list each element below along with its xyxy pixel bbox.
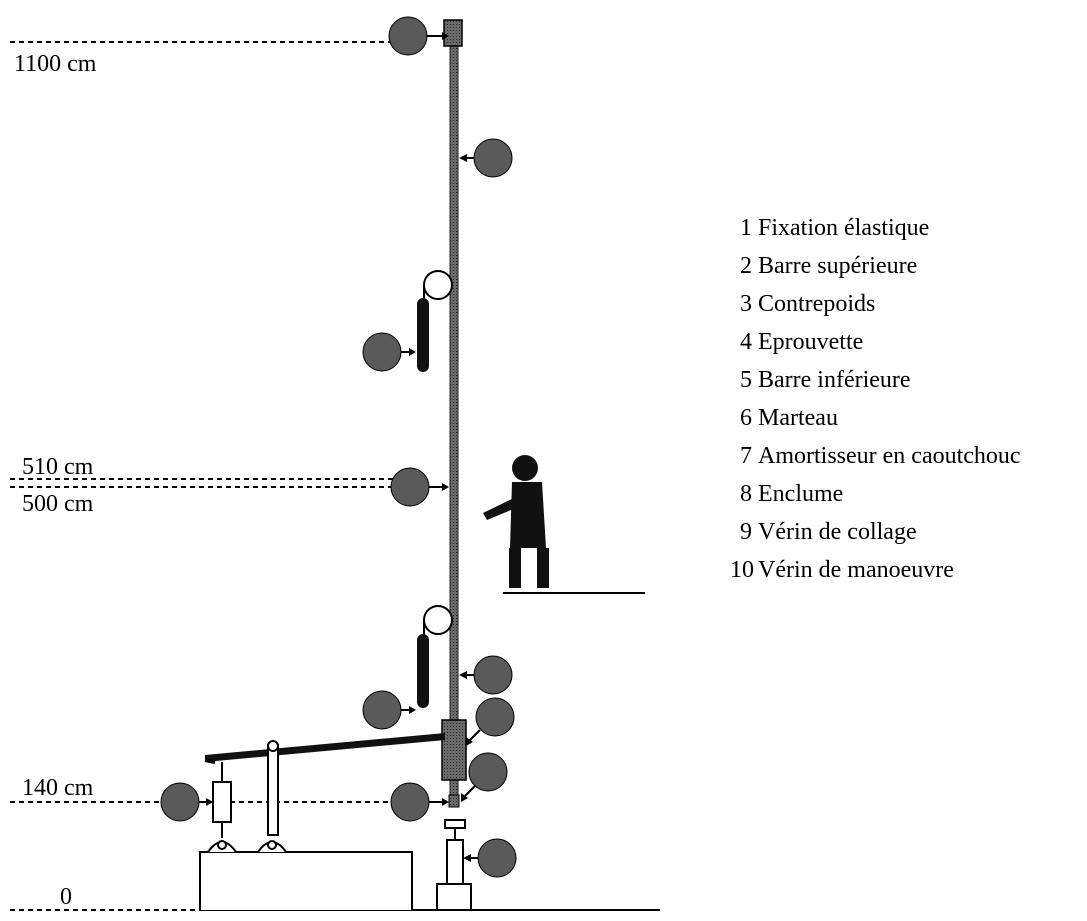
level-label-0: 0 [60,884,72,910]
level-label-1100: 1100 cm [14,51,97,77]
vertical-bar [449,45,459,807]
markers [160,16,517,878]
person-figure [483,455,549,588]
marker-3-icon [362,332,416,372]
level-lines [10,41,395,911]
marker-2-icon [459,138,513,178]
hammer [441,719,467,781]
marker-5-icon [459,655,513,695]
level-label-510: 510 cm [22,454,94,480]
marker-9-icon [463,838,517,878]
anvil-jack [436,819,472,911]
manoeuvre-jack [212,740,279,838]
lever-arm [205,733,445,762]
base-block [199,840,413,910]
lower-pulley-assembly [417,605,453,708]
upper-pulley-assembly [417,270,453,372]
marker-8-icon [461,752,508,802]
marker-10-icon [160,782,213,822]
elastic-fixation [443,19,463,47]
marker-6-icon [466,697,515,746]
specimen-block [448,794,460,808]
marker-1-icon [388,16,449,56]
marker-4-icon [390,467,449,507]
marker-7-icon [362,690,416,730]
level-label-140: 140 cm [22,775,94,801]
level-label-500: 500 cm [22,491,94,517]
marker-140-icon [390,782,449,822]
